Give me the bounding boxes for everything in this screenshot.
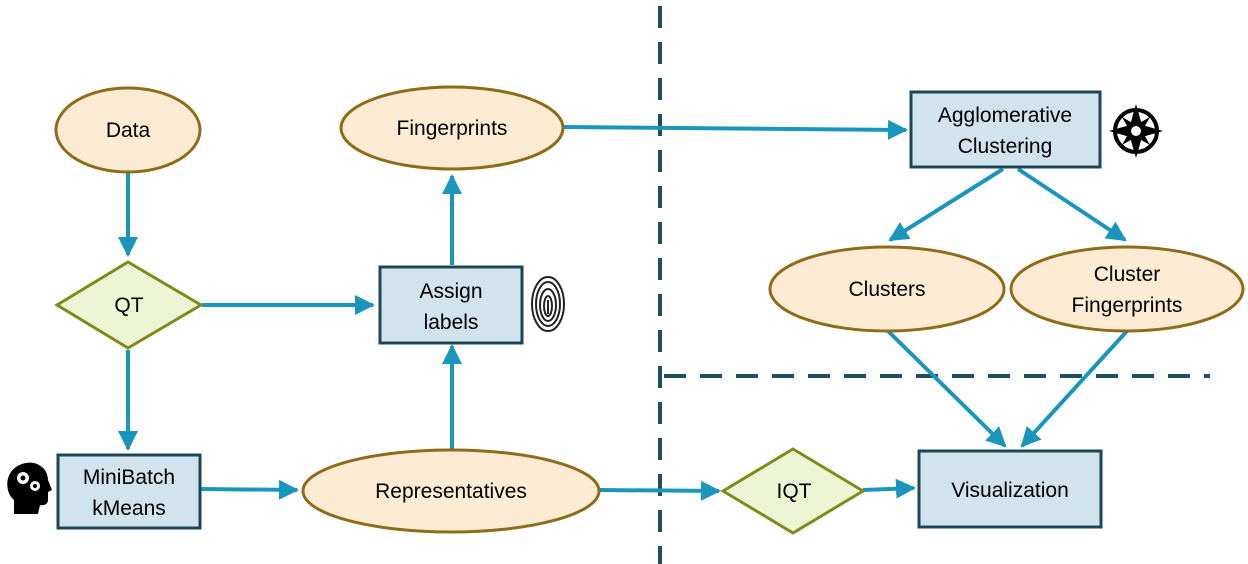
svg-text:Fingerprints: Fingerprints [1072,294,1183,317]
assign-labels-node: Assign labels [378,265,524,345]
representatives-label: Representatives [375,480,527,503]
svg-text:Assign: Assign [419,280,482,303]
cluster-fingerprints-line-1: Cluster [1094,263,1161,286]
arrow-representatives-to-iqt [597,480,721,501]
arrow-agglomerative-to-cluster-fingerprints [1016,167,1127,242]
agglomerative-line-2: Clustering [958,135,1053,158]
arrow-fingerprints-to-agglomerative [562,119,908,140]
arrow-minibatch-to-representatives [199,479,299,500]
svg-text:Cluster: Cluster [1094,263,1161,286]
qt-node: QT [54,260,204,350]
representatives-node: Representatives [301,448,601,534]
agglomerative-line-1: Agglomerative [938,104,1072,127]
head-gears-icon [7,462,52,514]
svg-text:Clustering: Clustering [958,135,1053,158]
iqt-label: IQT [777,480,812,503]
minibatch-line-2: kMeans [92,497,166,520]
assign-labels-line-1: Assign [419,280,482,303]
minibatch-kmeans-node: MiniBatch kMeans [56,453,202,530]
data-label: Data [106,119,151,142]
arrows [118,119,1129,501]
iqt-node: IQT [720,447,866,535]
clusters-node: Clusters [768,245,1006,333]
svg-text:Agglomerative: Agglomerative [938,104,1072,127]
fingerprints-label: Fingerprints [397,117,508,140]
arrow-iqt-to-visualization [862,478,916,499]
data-node: Data [54,86,202,174]
assign-labels-line-2: labels [424,311,479,334]
svg-text:kMeans: kMeans [92,497,166,520]
svg-text:labels: labels [424,311,479,334]
svg-text:MiniBatch: MiniBatch [83,466,175,489]
visualization-label: Visualization [951,479,1069,502]
visualization-node: Visualization [917,449,1103,529]
minibatch-line-1: MiniBatch [83,466,175,489]
qt-label: QT [114,294,143,317]
fingerprint-icon [531,276,565,332]
arrow-cluster-fingerprints-to-visualization [1020,329,1129,448]
cluster-fingerprints-line-2: Fingerprints [1072,294,1183,317]
compass-rose-icon [1109,104,1163,158]
agglomerative-clustering-node: Agglomerative Clustering [909,90,1102,169]
cluster-fingerprints-node: Cluster Fingerprints [1009,245,1245,333]
arrow-clusters-to-visualization [886,329,1007,448]
clusters-label: Clusters [848,278,925,301]
arrow-agglomerative-to-clusters [888,167,1005,242]
fingerprints-node: Fingerprints [339,85,565,171]
